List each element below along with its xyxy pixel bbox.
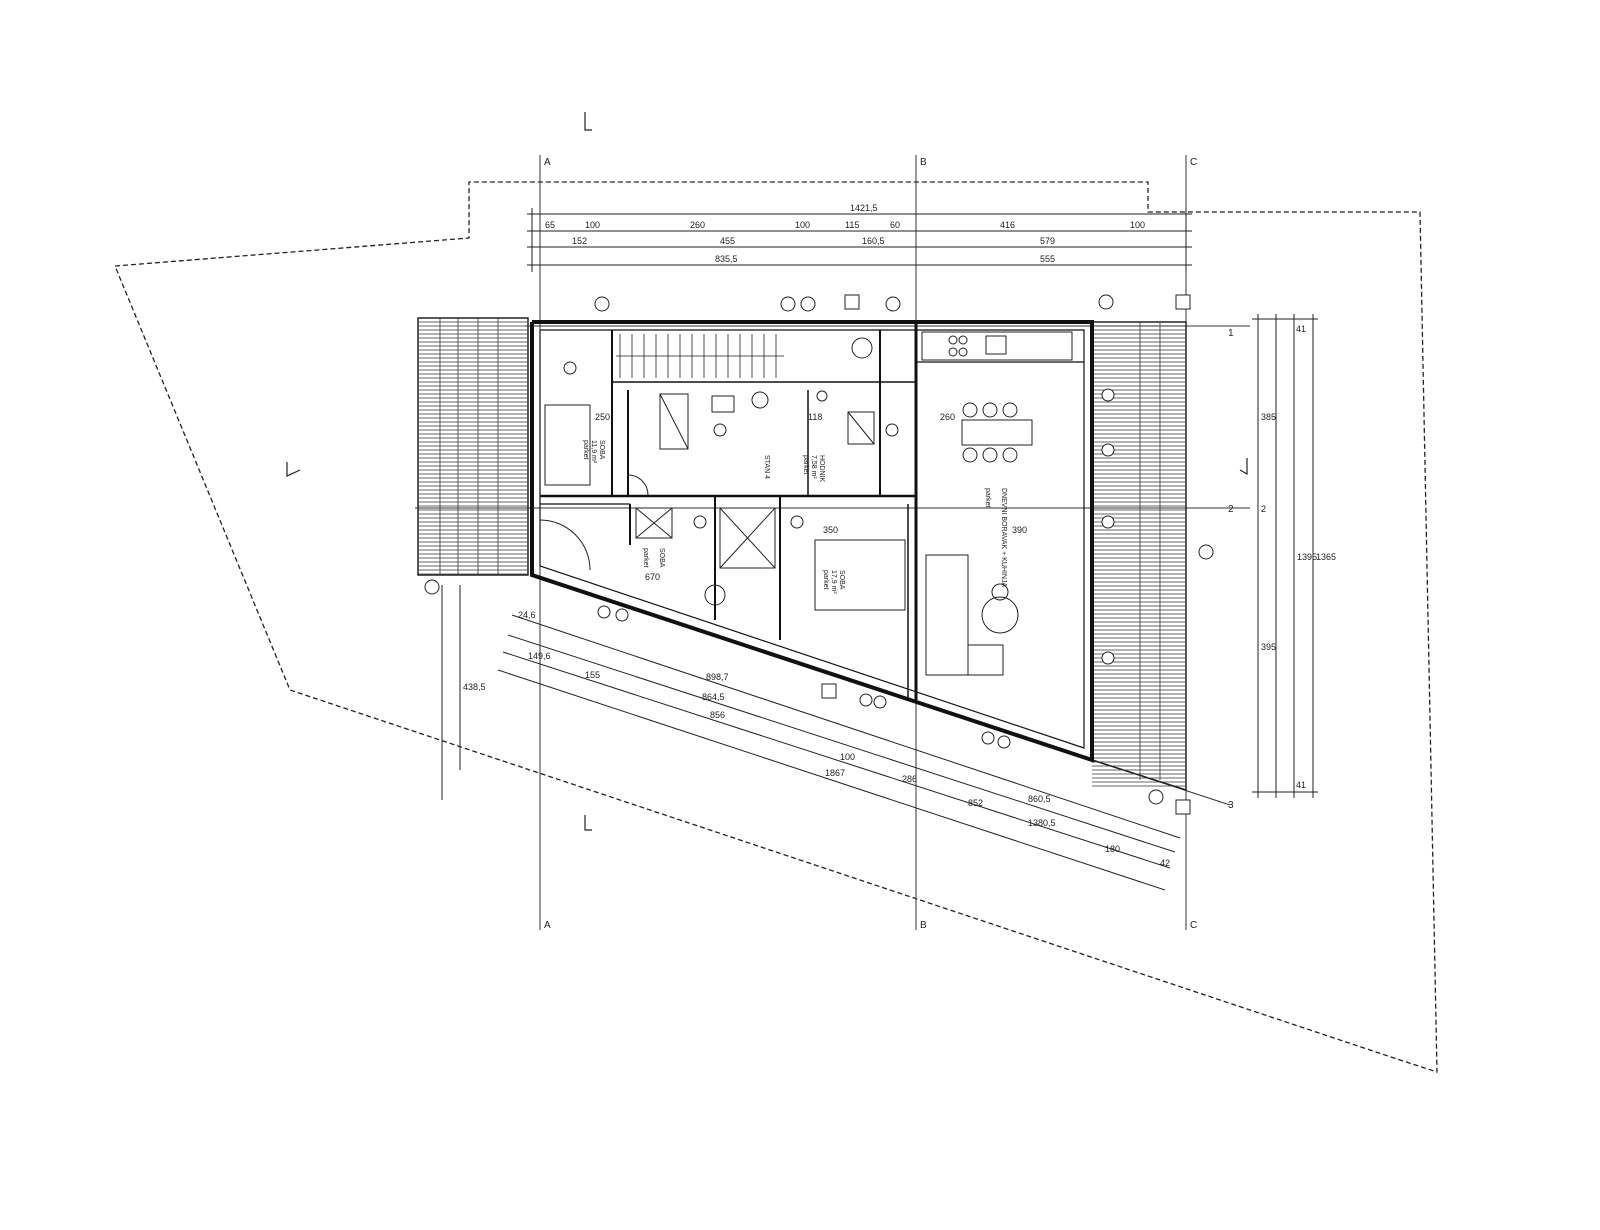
stairs [616,334,784,378]
room-6-name: DNEVNI BORAVAK + KUHINJA [1000,488,1007,587]
dim-diag-7: 852 [968,798,983,808]
dim-top-1: 65 [545,220,555,230]
furniture [539,331,1073,676]
dining-table [961,419,1033,446]
left-dimension [441,585,461,800]
axis-label-c-bottom: C [1190,920,1197,931]
dim-top-9: 152 [572,236,587,246]
dim-top-6: 60 [890,220,900,230]
axis-label-a-bottom: A [544,920,551,931]
axis-label-a-top: A [544,157,551,168]
axis-label-c-top: C [1190,157,1197,168]
dim-overall-top: 1421,5 [850,203,878,213]
internal-dimensions: 250 260 350 390 670 118 [595,412,1027,582]
dim-118: 118 [808,412,822,422]
axis-labels: A B C A B C 1 2 3 [544,157,1234,931]
top-dimension-text: 1421,5 65 100 260 100 115 60 416 100 152… [545,203,1145,264]
dim-top-4: 100 [795,220,810,230]
site-boundary [114,181,1438,1073]
window-callouts [424,294,1214,815]
dim-390: 390 [1012,525,1027,535]
section-markers [286,112,1248,831]
room-3-area: 7,58 m² [810,455,817,479]
dim-right-5: 41 [1296,780,1306,790]
room-3-name: HODNIK [818,455,825,483]
dim-right-1: 41 [1296,324,1306,334]
axis-label-b-top: B [920,157,927,168]
kitchen-counter [921,331,1073,361]
dim-top-14: 555 [1040,254,1055,264]
dim-diag-4: 100 [840,752,855,762]
dim-right-2: 385 [1261,412,1276,422]
wardrobe [719,507,776,569]
dim-670: 670 [645,572,660,582]
dim-right-4: 395 [1261,642,1276,652]
room-5-area: 17,9 m² [830,570,837,594]
building-walls [530,320,1094,763]
dim-right-3: 2 [1261,504,1266,514]
dim-diag-6: 860,5 [1028,794,1051,804]
axis-label-2: 2 [1228,504,1234,515]
dim-diag-12: 24,6 [518,610,536,620]
round-table [981,596,1019,634]
dim-top-13: 835,5 [715,254,738,264]
dim-diag-9: 1867 [825,768,845,778]
dim-right-7: 1365 [1316,552,1336,562]
room-labels: SOBA 11,9 m² parket STAN 4 HODNIK 7,58 m… [582,440,1007,594]
room-1-name: SOBA [598,440,605,460]
dim-top-10: 455 [720,236,735,246]
sofa [925,554,969,676]
right-dimension-chains [1252,314,1318,798]
top-dimension-chains [527,208,1192,272]
dim-350: 350 [823,525,838,535]
right-terrace [1091,321,1187,792]
dim-260: 260 [940,412,955,422]
room-1-area: 11,9 m² [590,440,597,464]
axis-label-3: 3 [1228,800,1234,811]
room-3-floor: parket [802,455,809,475]
room-2-name: STAN 4 [763,455,770,479]
bed-left [544,404,591,486]
dim-diag-2: 864,5 [702,692,725,702]
room-6-floor: parket [984,488,991,508]
room-4-floor: parket [642,548,649,568]
dim-top-12: 579 [1040,236,1055,246]
diagonal-dimension-text: 898,7 864,5 856 100 286 860,5 852 1380,5… [518,610,1170,868]
bed-right [814,539,906,611]
dim-diag-1: 898,7 [706,672,729,682]
dim-top-7: 416 [1000,220,1015,230]
dim-diag-5: 286 [902,774,917,784]
dim-top-3: 260 [690,220,705,230]
dim-left-vertical: 438,5 [463,682,486,692]
room-5-floor: parket [822,570,829,590]
dim-diag-3: 856 [710,710,725,720]
dim-diag-11: 42 [1160,858,1170,868]
dim-diag-14: 155 [585,670,600,680]
dim-top-8: 100 [1130,220,1145,230]
dim-top-11: 160,5 [862,236,885,246]
axis-label-1: 1 [1228,328,1234,339]
room-4-name: SOBA [658,548,665,568]
left-terrace [417,317,529,576]
diagonal-dimension-chains [497,614,1181,891]
axis-label-b-bottom: B [920,920,927,931]
dim-250: 250 [595,412,610,422]
room-5-name: SOBA [838,570,845,590]
dim-top-5: 115 [845,220,859,230]
room-1-floor: parket [582,440,589,460]
dim-diag-13: 149,6 [528,651,551,661]
right-dimension-text: 41 385 2 395 41 1395 1365 [1261,324,1336,790]
dim-diag-10: 180 [1105,844,1120,854]
dim-top-2: 100 [585,220,600,230]
dim-diag-8: 1380,5 [1028,818,1056,828]
dim-right-6: 1395 [1297,552,1317,562]
